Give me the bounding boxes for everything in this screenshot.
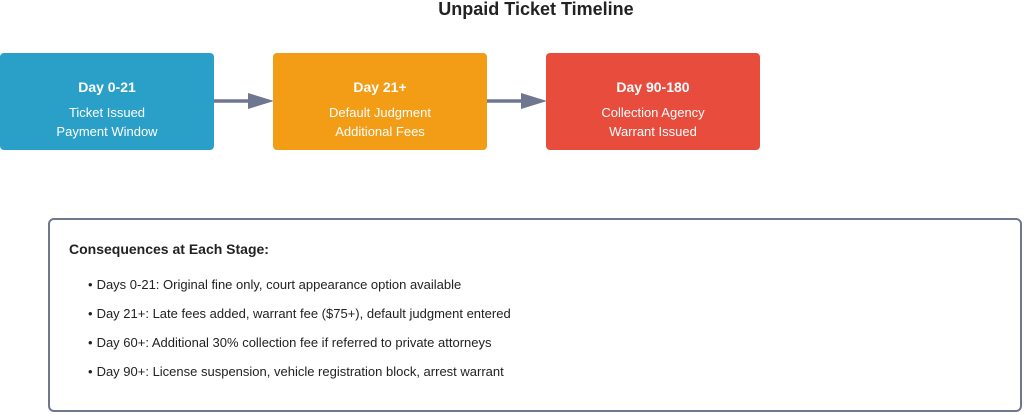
diagram-title: Unpaid Ticket Timeline [438, 0, 634, 19]
stage-line: Additional Fees [335, 124, 425, 139]
bullet-icon: • [88, 306, 93, 321]
stage-box-day-21-plus: Day 21+ Default Judgment Additional Fees [273, 53, 487, 150]
stage-line: Default Judgment [329, 105, 431, 120]
consequence-item: •Day 60+: Additional 30% collection fee … [88, 335, 491, 350]
arrow-right-icon [487, 93, 547, 109]
bullet-icon: • [88, 277, 93, 292]
stage-line: Payment Window [56, 124, 158, 139]
stage-line: Warrant Issued [609, 124, 697, 139]
consequences-title: Consequences at Each Stage: [69, 241, 269, 257]
consequence-item: •Days 0-21: Original fine only, court ap… [88, 277, 461, 292]
bullet-icon: • [88, 364, 93, 379]
consequences-panel: Consequences at Each Stage: •Days 0-21: … [48, 218, 1022, 412]
consequence-text: Day 21+: Late fees added, warrant fee ($… [96, 306, 511, 321]
stage-line: Collection Agency [601, 105, 705, 120]
consequence-item: •Day 21+: Late fees added, warrant fee (… [88, 306, 511, 321]
stage-heading: Day 90-180 [616, 79, 690, 95]
stage-box-day-90-180: Day 90-180 Collection Agency Warrant Iss… [546, 53, 760, 150]
consequence-text: Day 60+: Additional 30% collection fee i… [96, 335, 492, 350]
stage-heading: Day 21+ [353, 79, 407, 95]
arrow-head [521, 93, 547, 109]
consequence-text: Day 90+: License suspension, vehicle reg… [96, 364, 504, 379]
stage-line: Ticket Issued [68, 105, 146, 120]
bullet-icon: • [88, 335, 93, 350]
arrow-head [248, 93, 274, 109]
consequence-text: Days 0-21: Original fine only, court app… [96, 277, 462, 292]
stage-box-day-0-21: Day 0-21 Ticket Issued Payment Window [0, 53, 214, 150]
stage-heading: Day 0-21 [78, 79, 136, 95]
consequence-item: •Day 90+: License suspension, vehicle re… [88, 364, 504, 379]
arrow-right-icon [214, 93, 274, 109]
